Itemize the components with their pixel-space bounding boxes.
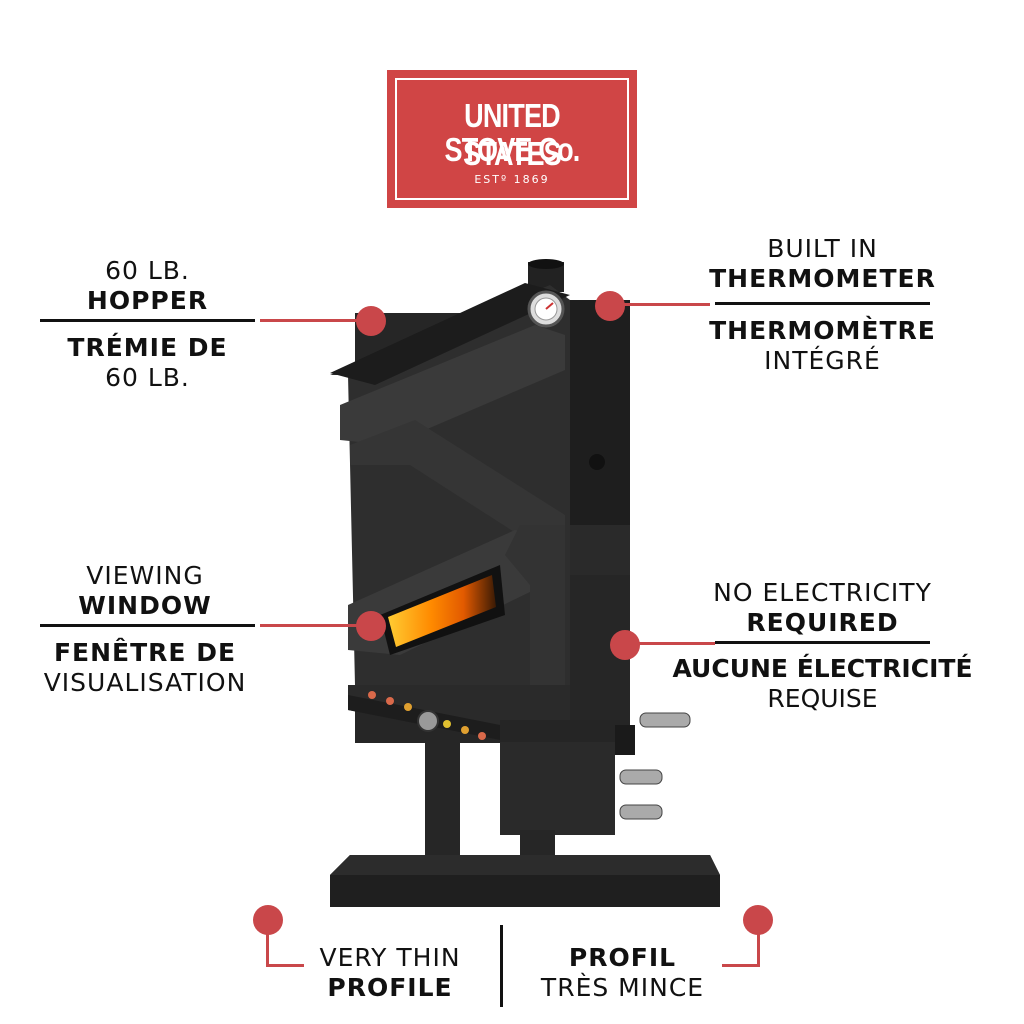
hopper-en-top: 60 LB.: [105, 256, 190, 285]
electricity-fr-bold: AUCUNE ÉLECTRICITÉ: [672, 654, 973, 683]
callout-hopper: 60 LB. HOPPER: [40, 256, 255, 316]
thermometer-en-bold: THERMOMETER: [709, 264, 936, 293]
profile-divider: [500, 925, 503, 1007]
profile-fr-bottom: TRÈS MINCE: [540, 973, 705, 1002]
window-en-top: VIEWING: [86, 561, 204, 590]
callout-window: VIEWING WINDOW: [20, 561, 270, 621]
window-fr-bold: FENÊTRE DE: [53, 638, 237, 667]
callout-hopper-fr: TRÉMIE DE 60 LB.: [40, 333, 255, 393]
electricity-en-bold: REQUIRED: [746, 608, 899, 637]
profile-right-leader-horizontal: [722, 964, 760, 967]
logo-line-1: UNITED STATES: [463, 97, 562, 172]
profile-en-top: VERY THIN: [319, 943, 461, 972]
hopper-fr-bottom: 60 LB.: [105, 363, 190, 392]
logo-established: ESTº 1869: [474, 173, 550, 186]
hopper-leader-line: [260, 319, 360, 322]
hopper-fr-bold: TRÉMIE DE: [67, 333, 228, 362]
callout-thermometer-fr: THERMOMÈTRE INTÉGRÉ: [700, 316, 945, 376]
window-divider: [40, 624, 255, 627]
thermometer-en-top: BUILT IN: [767, 234, 878, 263]
thermometer-divider: [715, 302, 930, 305]
window-leader-line: [260, 624, 360, 627]
window-en-bold: WINDOW: [78, 591, 212, 620]
electricity-leader-line: [635, 642, 715, 645]
callout-profile-en: VERY THIN PROFILE: [300, 943, 480, 1003]
hopper-en-bold: HOPPER: [86, 286, 209, 315]
brand-logo: UNITED STATES STOVE Co. ESTº 1869: [387, 70, 637, 208]
electricity-fr-bottom: REQUISE: [767, 684, 878, 713]
profile-fr-bold: PROFIL: [568, 943, 677, 972]
profile-en-bold: PROFILE: [327, 973, 453, 1002]
electricity-marker-dot: [610, 630, 640, 660]
window-marker-dot: [356, 611, 386, 641]
electricity-en-top: NO ELECTRICITY: [713, 578, 932, 607]
callout-electricity: NO ELECTRICITY REQUIRED: [690, 578, 955, 638]
hopper-marker-dot: [356, 306, 386, 336]
logo-line-2: STOVE Co.: [444, 131, 581, 168]
thermometer-marker-dot: [595, 291, 625, 321]
thermometer-fr-bold: THERMOMÈTRE: [709, 316, 936, 345]
hopper-divider: [40, 319, 255, 322]
electricity-divider: [715, 641, 930, 644]
thermometer-fr-bottom: INTÉGRÉ: [764, 346, 881, 375]
window-fr-bottom: VISUALISATION: [43, 668, 247, 697]
callout-profile-fr: PROFIL TRÈS MINCE: [515, 943, 730, 1003]
thermometer-leader-line: [620, 303, 710, 306]
callout-electricity-fr: AUCUNE ÉLECTRICITÉ REQUISE: [650, 654, 995, 714]
profile-right-leader-vertical: [757, 925, 760, 967]
callout-thermometer: BUILT IN THERMOMETER: [700, 234, 945, 294]
callout-window-fr: FENÊTRE DE VISUALISATION: [20, 638, 270, 698]
profile-left-leader-horizontal: [266, 964, 304, 967]
profile-right-marker-dot: [743, 905, 773, 935]
profile-left-leader-vertical: [266, 925, 269, 967]
pellet-stove-image: [330, 259, 720, 907]
